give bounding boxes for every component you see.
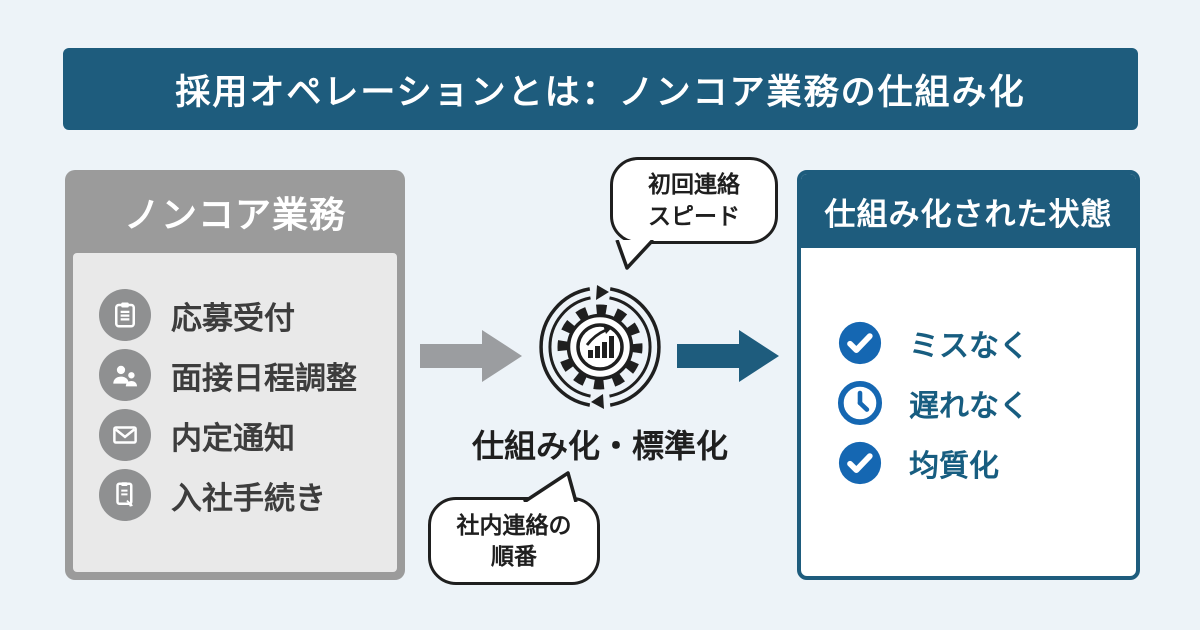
- center-caption: 仕組み化・標準化: [471, 428, 728, 464]
- list-item-label: 入社手続き: [171, 480, 326, 516]
- speech-bubble-top-line1: 初回連絡: [648, 171, 740, 198]
- arrow-right-gray: [420, 330, 522, 382]
- list-item-label: 応募受付: [171, 300, 295, 336]
- speech-bubble-bottom-line2: 順番: [491, 543, 537, 569]
- list-item-label: 均質化: [909, 450, 999, 483]
- list-item: 均質化: [837, 440, 1136, 486]
- speech-bubble-bottom-line1: 社内連絡の: [456, 511, 572, 538]
- speech-bubble-top: 初回連絡 スピード: [610, 157, 778, 244]
- check-icon: [837, 320, 883, 366]
- list-item-label: 遅れなく: [909, 390, 1029, 423]
- systemized-panel-title: 仕組み化された状態: [801, 174, 1136, 248]
- list-item-label: ミスなく: [909, 330, 1029, 363]
- gear-cycle-icon: [536, 283, 664, 411]
- list-item-label: 内定通知: [171, 420, 295, 456]
- list-item: 内定通知: [99, 409, 397, 461]
- page-title: 採用オペレーションとは：ノンコア業務の仕組み化: [63, 48, 1138, 130]
- noncore-panel: ノンコア業務 応募受付: [65, 170, 405, 580]
- list-item-label: 面接日程調整: [171, 360, 357, 396]
- noncore-panel-title: ノンコア業務: [123, 193, 346, 235]
- clock-icon: [837, 380, 883, 426]
- list-item: 面接日程調整: [99, 349, 397, 401]
- noncore-panel-body: 応募受付 面接日程調整: [73, 253, 397, 572]
- list-item: ミスなく: [837, 320, 1136, 366]
- clipboard-icon: [99, 289, 151, 341]
- check-icon: [837, 440, 883, 486]
- speech-bubble-bottom: 社内連絡の 順番: [428, 497, 600, 585]
- envelope-icon: [99, 409, 151, 461]
- arrow-right-teal: [677, 330, 779, 382]
- document-sign-icon: [99, 469, 151, 521]
- speech-bubble-top-line2: スピード: [648, 202, 740, 229]
- list-item: 応募受付: [99, 289, 397, 341]
- list-item: 入社手続き: [99, 469, 397, 521]
- systemized-panel: 仕組み化された状態 ミスなく: [797, 170, 1140, 580]
- list-item: 遅れなく: [837, 380, 1136, 426]
- people-icon: [99, 349, 151, 401]
- speech-bubble-bottom-tail: [523, 471, 578, 502]
- systemized-panel-body: ミスなく 遅れなく: [801, 248, 1136, 486]
- speech-bubble-top-tail: [615, 240, 655, 270]
